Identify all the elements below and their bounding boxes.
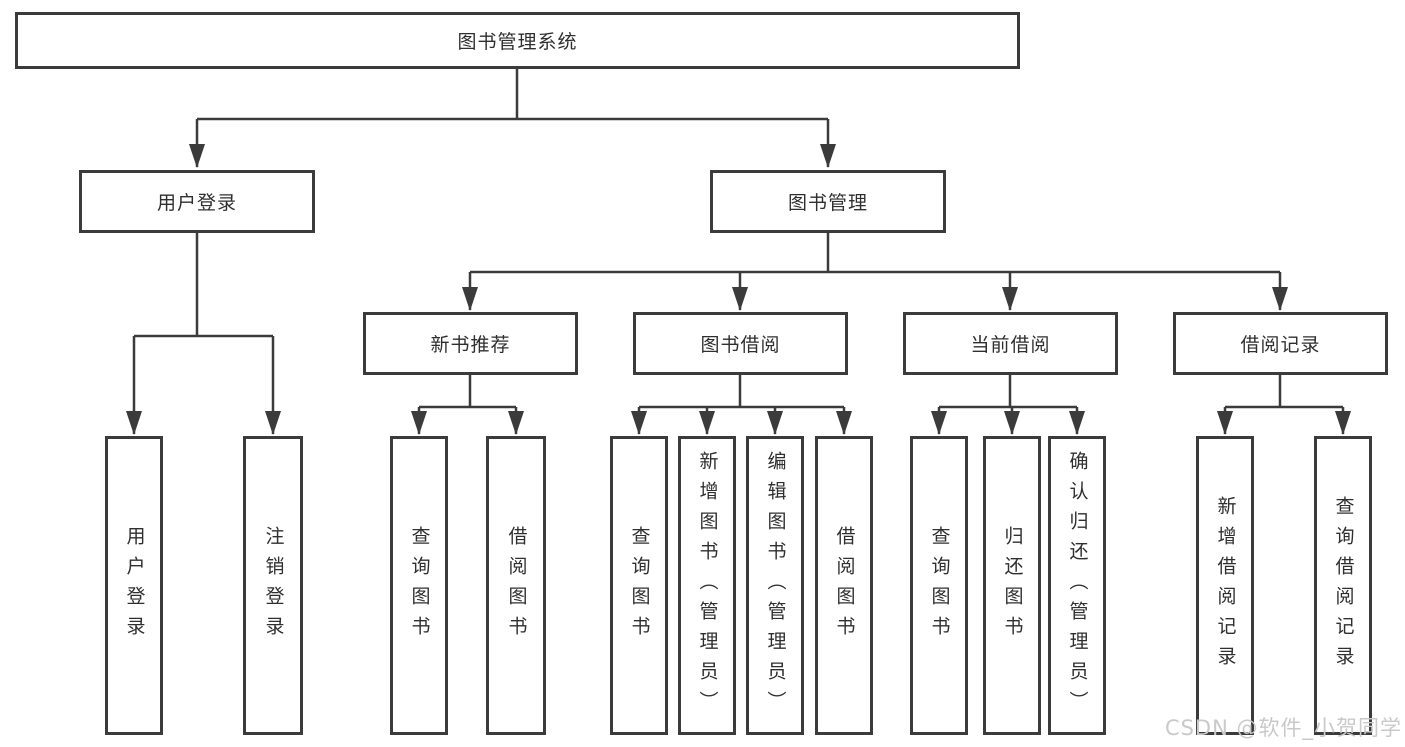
leaf-records-add: 新增借阅记录 <box>1196 436 1254 735</box>
leaf-borrow-borrow: 借阅图书 <box>815 436 873 735</box>
leaf-current-confirm: 确认归还（管理员） <box>1048 436 1106 735</box>
leaf-borrow-add-label: 新增图书（管理员） <box>696 450 719 721</box>
leaf-records-query: 查询借阅记录 <box>1314 436 1372 735</box>
node-user-login: 用户登录 <box>79 170 315 233</box>
node-root-label: 图书管理系统 <box>457 31 578 53</box>
leaf-newbook-borrow: 借阅图书 <box>486 436 546 735</box>
leaf-borrow-edit-label: 编辑图书（管理员） <box>764 450 787 721</box>
node-current-borrow-label: 当前借阅 <box>970 334 1051 356</box>
leaf-current-query: 查询图书 <box>910 436 968 735</box>
leaf-current-return-label: 归还图书 <box>1001 525 1024 646</box>
node-borrow-records: 借阅记录 <box>1173 312 1388 375</box>
leaf-user-login: 用户登录 <box>105 436 163 735</box>
csdn-watermark: CSDN @软件_小贺同学 <box>1164 716 1402 740</box>
node-root: 图书管理系统 <box>15 12 1020 69</box>
leaf-newbook-borrow-label: 借阅图书 <box>505 525 528 646</box>
leaf-borrow-borrow-label: 借阅图书 <box>833 525 856 646</box>
leaf-current-confirm-label: 确认归还（管理员） <box>1066 450 1089 721</box>
leaf-current-query-label: 查询图书 <box>928 525 951 646</box>
leaf-borrow-query: 查询图书 <box>610 436 668 735</box>
leaf-logout: 注销登录 <box>243 436 303 735</box>
leaf-records-query-label: 查询借阅记录 <box>1332 495 1355 676</box>
node-borrow-records-label: 借阅记录 <box>1240 334 1321 356</box>
leaf-current-return: 归还图书 <box>983 436 1041 735</box>
node-user-login-label: 用户登录 <box>156 192 237 214</box>
node-book-borrow-label: 图书借阅 <box>700 334 781 356</box>
leaf-logout-label: 注销登录 <box>262 525 285 646</box>
node-current-borrow: 当前借阅 <box>903 312 1118 375</box>
node-book-borrow: 图书借阅 <box>633 312 848 375</box>
node-book-management-label: 图书管理 <box>787 192 868 214</box>
node-book-management: 图书管理 <box>710 170 946 233</box>
node-new-book-recommend: 新书推荐 <box>363 312 578 375</box>
leaf-borrow-edit: 编辑图书（管理员） <box>746 436 804 735</box>
leaf-borrow-add: 新增图书（管理员） <box>678 436 736 735</box>
leaf-user-login-label: 用户登录 <box>123 525 146 646</box>
leaf-borrow-query-label: 查询图书 <box>628 525 651 646</box>
leaf-records-add-label: 新增借阅记录 <box>1214 495 1237 676</box>
leaf-newbook-query-label: 查询图书 <box>408 525 431 646</box>
node-new-book-recommend-label: 新书推荐 <box>430 334 511 356</box>
leaf-newbook-query: 查询图书 <box>390 436 448 735</box>
